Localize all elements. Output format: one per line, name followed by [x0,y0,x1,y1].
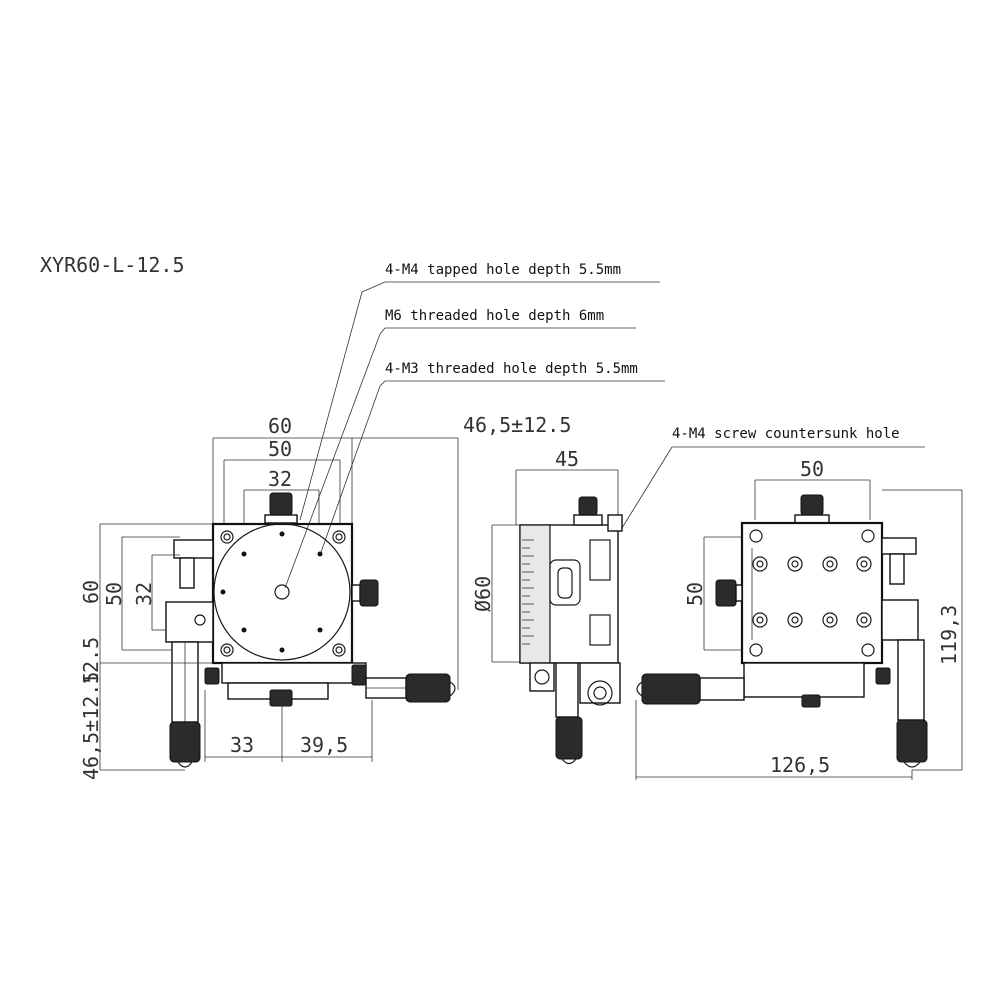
dim-left-60: 60 [79,580,103,604]
bottom-top-knob-icon [800,494,824,516]
lock-knob-icon [359,579,379,607]
dim-right-50-top: 50 [800,457,824,481]
x-micrometer-knob-icon [405,673,451,703]
callout-notes: 4-M4 tapped hole depth 5.5mm M6 threaded… [284,262,925,589]
top-view: 60 50 32 46,5±12.5 [79,413,571,780]
side-micrometer-knob-icon [555,716,583,760]
callout-m4-tapped: 4-M4 tapped hole depth 5.5mm [385,262,621,278]
callout-m4-countersunk: 4-M4 screw countersunk hole [672,426,900,442]
dim-left-50: 50 [102,582,126,606]
callout-m6-threaded: M6 threaded hole depth 6mm [385,308,604,324]
side-top-knob-icon [578,496,598,516]
base-plate [740,521,884,665]
rotation-scale [522,539,534,645]
dim-bottom-33: 33 [230,733,254,757]
dim-travel-top: 46,5±12.5 [463,413,571,437]
side-view: 45 Ø60 [471,447,623,765]
bottom-y-micrometer-knob-icon [896,719,928,763]
bottom-x-micrometer-knob-icon [641,673,701,705]
callout-m3-threaded: 4-M3 threaded hole depth 5.5mm [385,361,638,377]
dim-left-travel: 46,5±12.5 [79,672,103,780]
dim-top-32: 32 [268,467,292,491]
dim-bottom-39-5: 39,5 [300,733,348,757]
dim-right-119-3: 119,3 [937,605,961,665]
dim-side-dia60: Ø60 [471,576,495,612]
mounting-holes [752,556,872,628]
dim-right-50-left: 50 [683,582,707,606]
dim-left-32: 32 [132,582,156,606]
bottom-view: 50 [635,457,963,780]
dim-side-45: 45 [555,447,579,471]
rotary-disc [213,523,351,661]
dim-top-50: 50 [268,437,292,461]
model-title: XYR60-L-12.5 [40,253,185,277]
dim-left-12-5: 12.5 [79,637,103,685]
bottom-lock-knob-icon [715,579,737,607]
top-knob-icon [269,492,293,516]
dim-right-126-5: 126,5 [770,753,830,777]
y-micrometer-knob-icon [169,721,201,763]
dim-top-60: 60 [268,414,292,438]
